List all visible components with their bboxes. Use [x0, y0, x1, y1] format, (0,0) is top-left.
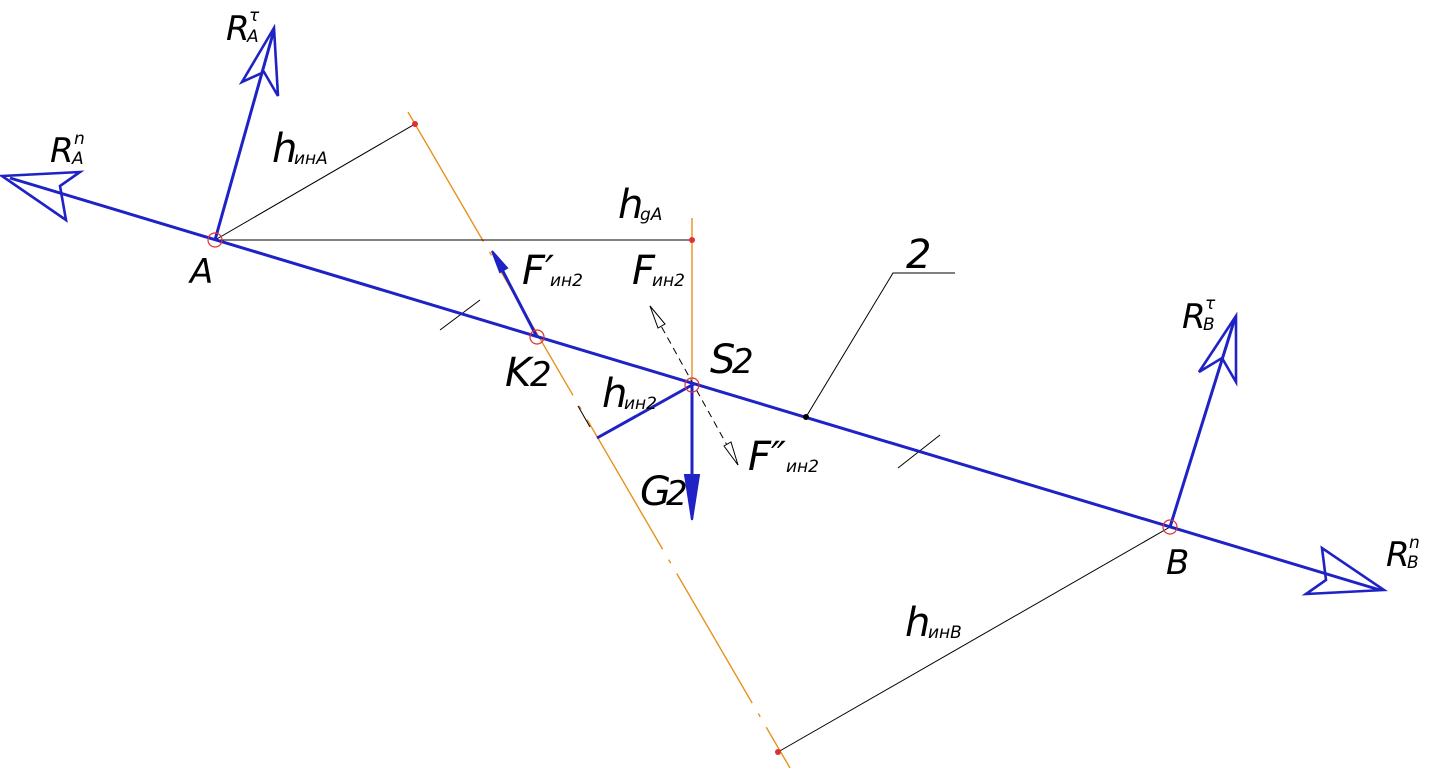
endpoint-h-inB	[775, 749, 781, 755]
inertia-force-dashed-line	[649, 305, 739, 466]
label-F: F	[632, 248, 656, 294]
label-RB-n-sup: n	[1409, 533, 1420, 553]
label-RA-tau-sub: A	[246, 27, 259, 47]
joint-S2	[684, 377, 700, 393]
link-AB	[9, 176, 1381, 592]
label-RA-n: R	[50, 131, 74, 171]
label-K2: K	[505, 350, 534, 396]
link-and-forces	[0, 23, 1388, 596]
label-RA-tau-sup: τ	[249, 6, 260, 26]
arrowhead-RB-n	[1301, 545, 1388, 596]
label-RB-tau-sup: τ	[1205, 294, 1216, 314]
inertia-force-arrowhead-down	[723, 441, 739, 466]
link-number-leader	[805, 272, 955, 418]
h-inB-line	[777, 526, 1171, 753]
label-h-inB: h	[905, 600, 930, 646]
inertia-action-line	[407, 111, 791, 769]
h-inA-line	[214, 123, 416, 241]
force-RB-tau-shaft	[1168, 317, 1237, 528]
joints	[207, 232, 1178, 535]
label-h-inA-sub: инA	[294, 149, 328, 169]
dimension-lines	[214, 123, 1171, 753]
inertia-force-arrowhead-up	[649, 305, 666, 329]
joint-K2	[529, 329, 545, 345]
tick-mark-action-line	[577, 405, 591, 428]
label-B: B	[1166, 543, 1189, 583]
label-K2-sub: 2	[530, 355, 552, 395]
label-h-inA: h	[272, 126, 297, 172]
h-in2-segment	[596, 383, 693, 440]
label-G2: G	[640, 469, 671, 515]
label-F-prime: F′	[522, 248, 554, 294]
endpoint-h-inA	[412, 121, 418, 127]
label-h-inB-sub: инB	[928, 623, 962, 643]
dimension-endpoints	[412, 121, 781, 755]
arrowhead-F-prime	[491, 250, 509, 274]
arrowhead-RB-tau	[1197, 311, 1238, 387]
endpoint-h-gA	[689, 237, 695, 243]
label-S2-sub: 2	[732, 342, 754, 382]
label-RB-n-sub: B	[1407, 553, 1419, 573]
arrowhead-RA-tau	[238, 23, 280, 97]
label-h-gA: h	[618, 182, 643, 228]
joint-B	[1162, 519, 1178, 535]
label-F-prime-sub: ин2	[550, 271, 583, 291]
label-link-number: 2	[906, 232, 931, 278]
tick-mark-left	[439, 299, 481, 331]
label-F-dprime: F″	[748, 434, 786, 480]
label-A: A	[188, 252, 213, 292]
label-F-dprime-sub: ин2	[786, 457, 819, 477]
label-S2: S	[710, 337, 735, 383]
label-RB-tau-sub: B	[1203, 315, 1215, 335]
label-RA-n-sub: A	[71, 149, 84, 169]
force-RA-tau-shaft	[213, 29, 276, 241]
label-G2-sub: 2	[666, 474, 688, 514]
construction-lines	[407, 111, 791, 769]
label-RA-n-sup: n	[74, 129, 85, 149]
label-h-gA-sub: gA	[640, 205, 662, 225]
label-RA-tau: R	[226, 9, 250, 49]
leader-dot	[803, 414, 809, 420]
label-F-sub: ин2	[652, 271, 685, 291]
joint-A	[207, 232, 223, 248]
label-h-in2-sub: ин2	[624, 394, 657, 414]
label-RB-tau: R	[1182, 297, 1206, 337]
labels: A B K 2 S 2 G 2 R n A R τ A R τ B R n B …	[50, 6, 1420, 646]
arrowhead-G2	[683, 474, 701, 521]
label-RB-n: R	[1386, 535, 1410, 575]
arrowhead-RA-n	[0, 170, 85, 223]
label-h-in2: h	[602, 371, 627, 417]
inertia-force-dashed	[649, 305, 739, 466]
